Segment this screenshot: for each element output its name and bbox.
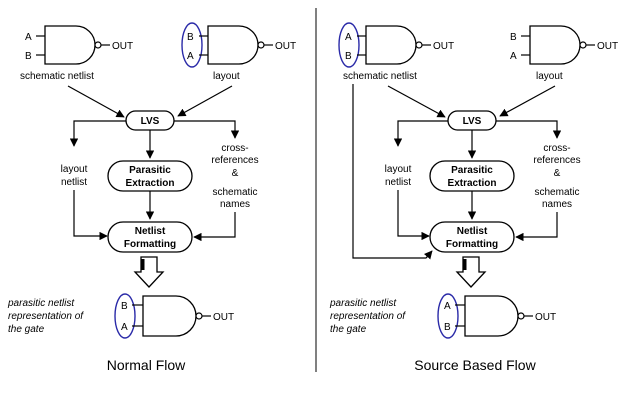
result-input-bottom: A: [121, 322, 128, 333]
result-output: OUT: [213, 312, 234, 323]
svg-text:references: references: [211, 155, 258, 166]
layout-netlist-label-2-right: netlist: [385, 177, 411, 188]
schematic-nand-gate-right: A B OUT schematic netlist: [338, 22, 454, 82]
result-input-highlight-right: [437, 293, 459, 339]
layout-output-right: OUT: [597, 41, 618, 52]
parasitic-netlist-note: parasitic netlist representation of the …: [7, 298, 84, 335]
parasitic-extraction-node: Parasitic Extraction: [107, 160, 193, 192]
layout-caption-right: layout: [536, 71, 563, 82]
svg-text:Parasitic: Parasitic: [451, 165, 493, 176]
layout-netlist-label-1-right: layout: [385, 164, 412, 175]
layout-netlist-label-2: netlist: [61, 177, 87, 188]
result-output-right: OUT: [535, 312, 556, 323]
layout-input-bottom-right: A: [510, 51, 517, 62]
svg-text:schematic: schematic: [534, 187, 579, 198]
cross-references-label: cross- references & schematic names: [211, 143, 258, 210]
layout-netlist-label-1: layout: [61, 164, 88, 175]
svg-text:Formatting: Formatting: [124, 239, 176, 250]
svg-text:references: references: [533, 155, 580, 166]
parasitic-extraction-node-right: Parasitic Extraction: [429, 160, 515, 192]
result-input-bottom-right: B: [444, 322, 451, 333]
schematic-output: OUT: [112, 41, 133, 52]
svg-text:schematic: schematic: [212, 187, 257, 198]
cross-references-label-right: cross- references & schematic names: [533, 143, 580, 210]
schematic-input-top-right: A: [345, 32, 352, 43]
result-nand-gate-right: A B OUT: [437, 293, 556, 339]
svg-text:names: names: [542, 199, 572, 210]
svg-text:Netlist: Netlist: [135, 226, 166, 237]
result-nand-gate: B A OUT: [114, 293, 234, 339]
layout-input-bottom: A: [187, 51, 194, 62]
schematic-output-right: OUT: [433, 41, 454, 52]
normal-flow-panel: A B OUT schematic netlist B A OUT layout…: [7, 22, 296, 373]
schematic-input-bottom: B: [25, 51, 32, 62]
schematic-netlist-caption: schematic netlist: [20, 71, 94, 82]
svg-text:representation of: representation of: [330, 311, 406, 322]
normal-flow-title: Normal Flow: [107, 357, 186, 373]
schematic-netlist-caption-right: schematic netlist: [343, 71, 417, 82]
source-based-flow-panel: A B OUT schematic netlist B A OUT layout…: [329, 22, 618, 373]
output-down-arrow-right: [455, 256, 487, 288]
svg-text:Formatting: Formatting: [446, 239, 498, 250]
layout-nand-gate: B A OUT layout: [181, 22, 296, 82]
svg-text:names: names: [220, 199, 250, 210]
lvs-node-right: LVS: [447, 110, 497, 131]
svg-text:parasitic netlist: parasitic netlist: [7, 298, 75, 309]
layout-input-top: B: [187, 32, 194, 43]
svg-text:representation of: representation of: [8, 311, 84, 322]
schematic-input-bottom-right: B: [345, 51, 352, 62]
svg-text:&: &: [232, 168, 239, 179]
svg-text:the gate: the gate: [8, 324, 45, 335]
svg-text:Netlist: Netlist: [457, 226, 488, 237]
schematic-input-top: A: [25, 32, 32, 43]
svg-text:&: &: [554, 168, 561, 179]
layout-output: OUT: [275, 41, 296, 52]
svg-text:cross-: cross-: [543, 143, 570, 154]
layout-caption: layout: [213, 71, 240, 82]
svg-text:cross-: cross-: [221, 143, 248, 154]
layout-input-top-right: B: [510, 32, 517, 43]
output-down-arrow: [133, 256, 165, 288]
netlist-formatting-node-right: Netlist Formatting: [429, 221, 515, 253]
svg-text:Extraction: Extraction: [126, 178, 175, 189]
svg-text:parasitic netlist: parasitic netlist: [329, 298, 397, 309]
svg-text:Parasitic: Parasitic: [129, 165, 171, 176]
schematic-nand-gate: A B OUT schematic netlist: [20, 25, 133, 82]
svg-text:LVS: LVS: [141, 116, 160, 127]
layout-nand-gate-right: B A OUT layout: [510, 25, 618, 82]
svg-text:LVS: LVS: [463, 116, 482, 127]
svg-text:Extraction: Extraction: [448, 178, 497, 189]
result-input-top-right: A: [444, 301, 451, 312]
parasitic-netlist-note-right: parasitic netlist representation of the …: [329, 298, 406, 335]
result-input-highlight: [114, 293, 136, 339]
netlist-formatting-node: Netlist Formatting: [107, 221, 193, 253]
schematic-input-highlight: [338, 22, 360, 68]
svg-text:the gate: the gate: [330, 324, 367, 335]
layout-input-highlight: [181, 22, 203, 68]
lvs-node: LVS: [125, 110, 175, 131]
source-based-flow-title: Source Based Flow: [414, 357, 536, 373]
result-input-top: B: [121, 301, 128, 312]
